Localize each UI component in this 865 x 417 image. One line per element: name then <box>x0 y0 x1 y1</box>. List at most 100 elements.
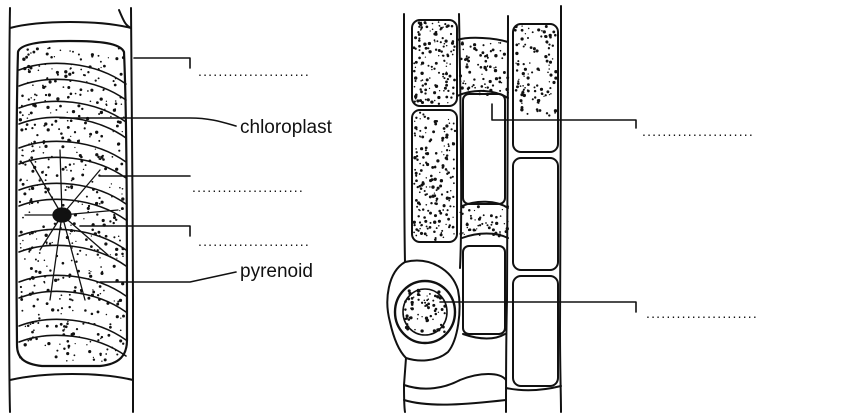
stipple-dot <box>22 162 24 164</box>
stipple-dot <box>408 292 411 295</box>
stipple-dot <box>429 195 432 198</box>
stipple-dot <box>70 136 71 137</box>
stipple-dot <box>454 22 456 24</box>
stipple-dot <box>96 213 98 215</box>
stipple-dot <box>442 73 444 75</box>
stipple-dot <box>428 50 431 53</box>
stipple-dot <box>61 136 64 139</box>
stipple-dot <box>62 277 64 279</box>
stipple-dot <box>415 199 418 202</box>
stipple-dot <box>70 170 72 172</box>
stipple-dot <box>453 233 454 234</box>
stipple-dot <box>115 57 118 60</box>
stipple-dot <box>432 23 434 25</box>
stipple-dot <box>411 297 414 300</box>
stipple-dot <box>446 154 448 156</box>
stipple-dot <box>546 112 548 114</box>
stipple-dot <box>426 177 427 178</box>
stipple-dot <box>505 230 508 233</box>
stipple-dot <box>24 163 26 165</box>
stipple-dot <box>115 248 118 251</box>
stipple-dot <box>42 86 45 89</box>
stipple-dot <box>66 322 69 325</box>
stipple-dot <box>485 69 487 71</box>
stipple-dot <box>97 294 99 296</box>
stipple-dot <box>47 128 50 131</box>
stipple-dot <box>20 286 22 288</box>
stipple-dot <box>501 57 503 59</box>
stipple-dot <box>414 169 416 171</box>
stipple-dot <box>100 156 103 159</box>
stipple-dot <box>119 210 120 211</box>
stipple-dot <box>442 37 444 39</box>
stipple-dot <box>100 266 102 268</box>
stipple-dot <box>65 211 67 213</box>
stipple-dot <box>111 196 113 198</box>
stipple-dot <box>91 228 94 231</box>
stipple-dot <box>466 55 468 57</box>
stipple-dot <box>419 221 421 223</box>
stipple-dot <box>32 51 35 54</box>
stipple-dot <box>47 342 50 345</box>
stipple-dot <box>423 43 426 46</box>
stipple-dot <box>445 134 448 137</box>
stipple-dot <box>443 46 445 48</box>
stipple-dot <box>486 224 488 226</box>
stipple-dot <box>20 247 22 249</box>
stipple-dot <box>51 124 53 126</box>
stipple-dot <box>494 232 497 235</box>
stipple-dot <box>103 65 106 68</box>
stipple-dot <box>499 231 501 233</box>
stipple-dot <box>87 211 89 213</box>
stipple-dot <box>117 120 120 123</box>
stipple-dot <box>549 81 550 82</box>
stipple-dot <box>120 73 123 76</box>
stipple-dot <box>37 322 39 324</box>
stipple-dot <box>100 338 101 339</box>
stipple-dot <box>450 33 452 35</box>
stipple-dot <box>22 149 24 151</box>
stipple-dot <box>534 86 536 88</box>
stipple-dot <box>549 36 552 39</box>
stipple-dot <box>115 350 116 351</box>
stipple-dot <box>56 212 58 214</box>
stipple-dot <box>101 201 104 204</box>
stipple-dot <box>84 121 87 124</box>
stipple-dot <box>484 66 487 69</box>
stipple-dot <box>58 209 60 211</box>
stipple-dot <box>440 233 443 236</box>
stipple-dot <box>27 53 29 55</box>
stipple-dot <box>71 260 73 262</box>
stipple-dot <box>499 233 501 235</box>
stipple-dot <box>442 55 444 57</box>
stipple-dot <box>432 304 435 307</box>
stipple-dot <box>439 25 441 27</box>
stipple-dot <box>34 124 36 126</box>
stipple-dot <box>123 52 124 53</box>
stipple-dot <box>83 74 85 76</box>
stipple-dot <box>56 255 58 257</box>
stipple-dot <box>424 305 426 307</box>
stipple-dot <box>44 187 46 189</box>
stipple-dot <box>83 169 84 170</box>
stipple-dot <box>49 243 51 245</box>
stipple-dot <box>543 96 544 97</box>
stipple-dot <box>91 235 92 236</box>
stipple-dot <box>19 201 21 203</box>
stipple-dot <box>436 31 438 33</box>
stipple-dot <box>51 308 54 311</box>
stipple-dot <box>445 168 448 171</box>
stipple-dot <box>22 217 24 219</box>
stipple-dot <box>490 43 492 45</box>
stipple-dot <box>415 179 418 182</box>
stipple-dot <box>22 240 24 242</box>
stipple-dot <box>46 302 49 305</box>
stipple-dot <box>430 315 432 317</box>
stipple-dot <box>473 43 476 46</box>
stipple-dot <box>460 80 462 82</box>
stipple-dot <box>413 224 415 226</box>
stipple-dot <box>453 49 455 51</box>
stipple-dot <box>73 290 76 293</box>
stipple-dot <box>39 146 40 147</box>
